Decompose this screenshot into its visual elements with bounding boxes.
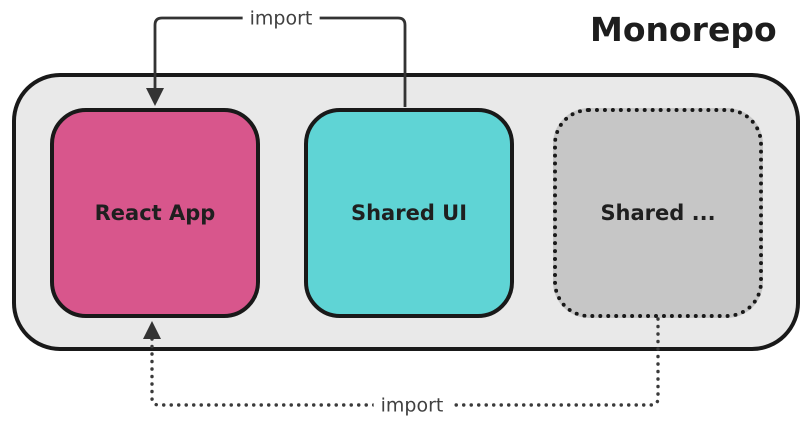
edge-label-import-bottom: import (373, 394, 451, 418)
node-shared-ui: Shared UI (304, 108, 514, 318)
diagram-title: Monorepo (590, 10, 777, 49)
node-shared-other-label: Shared ... (600, 201, 716, 225)
edge-label-import-top: import (242, 7, 320, 31)
node-shared-other: Shared ... (553, 108, 763, 318)
node-react-app: React App (50, 108, 260, 318)
node-shared-ui-label: Shared UI (350, 201, 468, 225)
node-react-app-label: React App (94, 201, 216, 225)
